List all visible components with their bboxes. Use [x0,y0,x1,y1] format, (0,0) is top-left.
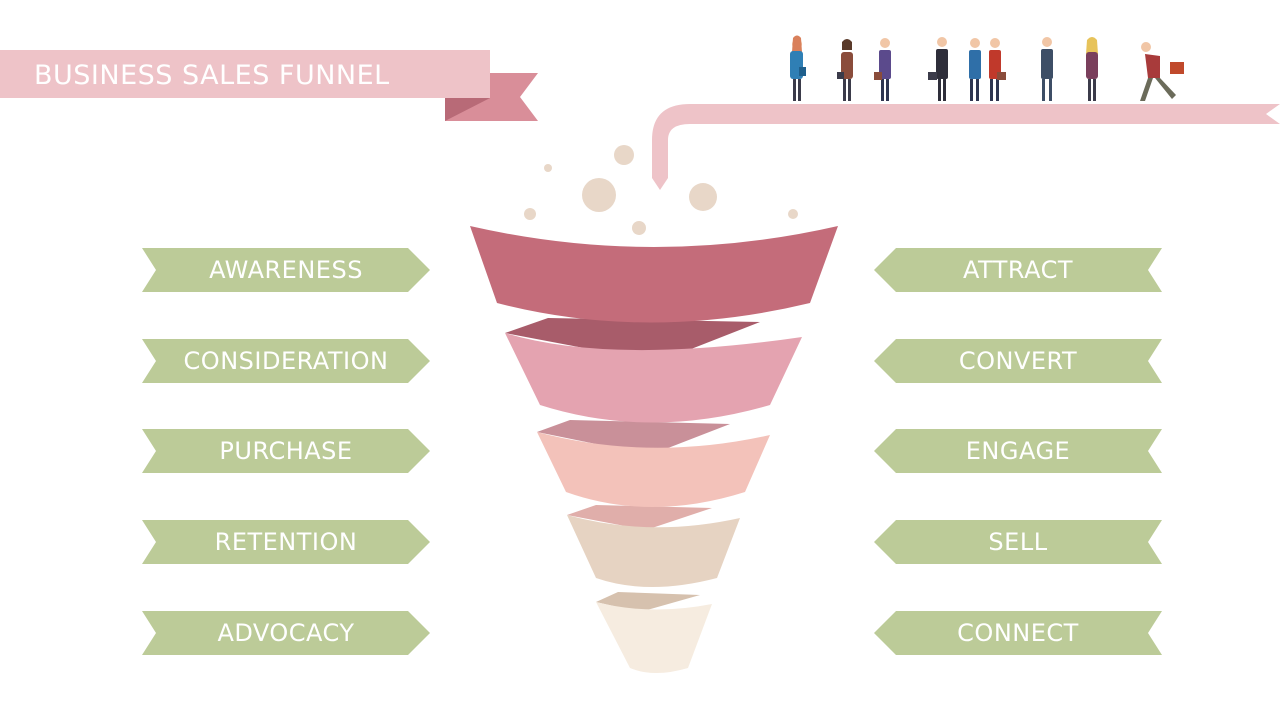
stage-tag-awareness: AWARENESS [142,248,430,292]
action-tag-engage: ENGAGE [874,429,1162,473]
action-tag-sell: SELL [874,520,1162,564]
funnel-inner-band-4 [596,592,700,612]
action-label: ATTRACT [962,256,1074,284]
funnel-layer-4 [567,515,740,587]
action-label: SELL [988,528,1048,556]
funnel-inner-band-1 [505,318,760,362]
pipe [652,104,1280,190]
bubble-dot [689,183,717,211]
title-ribbon [0,50,538,121]
action-tag-connect: CONNECT [874,611,1162,655]
stage-label: CONSIDERATION [183,347,389,375]
stage-tag-advocacy: ADVOCACY [142,611,430,655]
funnel-layer-3 [537,432,770,507]
action-tag-convert: CONVERT [874,339,1162,383]
person-icon [989,38,1006,101]
person-icon [874,38,891,101]
bubble-dot [788,209,798,219]
funnel-layer-1 [470,226,838,323]
funnel-inner-band-2 [537,420,730,455]
page-title: BUSINESS SALES FUNNEL [34,60,390,91]
bubble-dot [524,208,536,220]
person-icon [790,35,806,101]
person-icon [837,39,853,101]
bubble-dot [582,178,616,212]
bubble-dot [632,221,646,235]
people-walking-icon [790,35,1184,101]
person-icon [1086,37,1098,101]
title-ribbon-fold [445,98,490,121]
funnel-layer-5 [596,602,712,673]
person-icon [1140,42,1184,101]
funnel-inner-band-3 [567,505,712,530]
stage-tag-retention: RETENTION [142,520,430,564]
person-icon [969,38,981,101]
stage-label: PURCHASE [219,437,353,465]
stage-label: AWARENESS [209,256,363,284]
bubble-dot [614,145,634,165]
stage-tag-consideration: CONSIDERATION [142,339,430,383]
action-label: CONNECT [957,619,1079,647]
stage-label: ADVOCACY [217,619,355,647]
person-icon [1041,37,1053,101]
action-tag-attract: ATTRACT [874,248,1162,292]
title-ribbon-band [0,50,490,98]
action-label: CONVERT [958,347,1078,375]
person-icon [928,37,948,101]
action-label: ENGAGE [965,437,1071,465]
bubble-dot [544,164,552,172]
stage-tag-purchase: PURCHASE [142,429,430,473]
stage-label: RETENTION [214,528,358,556]
funnel-layer-2 [505,333,802,423]
